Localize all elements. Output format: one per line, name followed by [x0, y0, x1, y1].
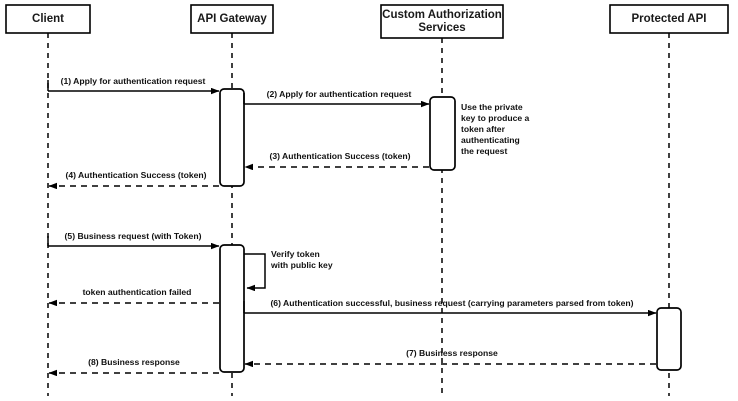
participant-box-rect-client[interactable]	[5, 4, 91, 34]
participant-box-client[interactable]: Client	[5, 4, 91, 34]
message-label-msg-token-auth-failed: token authentication failed	[83, 287, 192, 297]
participant-box-rect-custom-authorization-services[interactable]	[380, 4, 504, 39]
note-line-note-private-key: key to produce a	[461, 113, 530, 123]
message-msg-8[interactable]: (8) Business response	[48, 357, 219, 377]
message-msg-3[interactable]: (3) Authentication Success (token)	[244, 151, 429, 171]
participant-label-api-gateway: API Gateway	[197, 13, 267, 25]
participant-label-protected-api: Protected API	[632, 13, 707, 25]
note-line-note-private-key: authenticating	[461, 135, 520, 145]
message-label-msg-6: (6) Authentication successful, business …	[270, 298, 633, 308]
message-msg-token-auth-failed[interactable]: token authentication failed	[48, 287, 219, 307]
message-msg-5[interactable]: (5) Business request (with Token)	[47, 231, 220, 250]
message-msg-1[interactable]: (1) Apply for authentication request	[47, 76, 220, 95]
note-line-note-private-key: the request	[461, 146, 507, 156]
participant-box-rect-api-gateway[interactable]	[190, 4, 274, 34]
participant-label-client: Client	[32, 13, 64, 25]
message-msg-6[interactable]: (6) Authentication successful, business …	[243, 298, 657, 317]
activations-layer	[219, 88, 682, 373]
self-message-label-self-verify-token: Verify token	[271, 249, 320, 259]
note-line-note-private-key: Use the private	[461, 102, 523, 112]
activation-bar-act-protected-1	[656, 307, 682, 371]
activation-bar-act-gateway-2	[219, 244, 245, 373]
participant-label-custom-authorization-services: Custom Authorization	[382, 9, 502, 21]
self-message-loop-self-verify-token[interactable]	[244, 253, 266, 292]
note-line-note-private-key: token after	[461, 124, 506, 134]
message-label-msg-4: (4) Authentication Success (token)	[65, 170, 206, 180]
message-label-msg-1: (1) Apply for authentication request	[61, 76, 206, 86]
participant-label-custom-authorization-services: Services	[418, 22, 465, 34]
message-label-msg-3: (3) Authentication Success (token)	[269, 151, 410, 161]
activation-rect-act-protected-1	[656, 307, 682, 371]
activation-rect-act-auth-1	[429, 96, 456, 171]
message-label-msg-8: (8) Business response	[88, 357, 180, 367]
activation-rect-act-gateway-1	[219, 88, 245, 187]
participant-box-protected-api[interactable]: Protected API	[609, 4, 729, 34]
participant-box-rect-protected-api[interactable]	[609, 4, 729, 34]
self-message-label-self-verify-token: with public key	[270, 260, 333, 270]
activation-rect-act-gateway-2	[219, 244, 245, 373]
message-label-msg-7: (7) Business response	[406, 348, 498, 358]
lifelines-layer	[47, 33, 670, 396]
message-label-msg-2: (2) Apply for authentication request	[267, 89, 412, 99]
participant-boxes-layer: Client API Gateway Custom AuthorizationSer…	[5, 4, 729, 39]
messages-layer: (1) Apply for authentication request (2) …	[47, 76, 657, 377]
message-label-msg-5: (5) Business request (with Token)	[65, 231, 202, 241]
message-msg-4[interactable]: (4) Authentication Success (token)	[48, 170, 219, 190]
activation-bar-act-auth-1	[429, 96, 456, 171]
message-msg-2[interactable]: (2) Apply for authentication request	[243, 89, 430, 108]
message-msg-7[interactable]: (7) Business response	[244, 348, 656, 368]
participant-box-api-gateway[interactable]: API Gateway	[190, 4, 274, 34]
activation-bar-act-gateway-1	[219, 88, 245, 187]
